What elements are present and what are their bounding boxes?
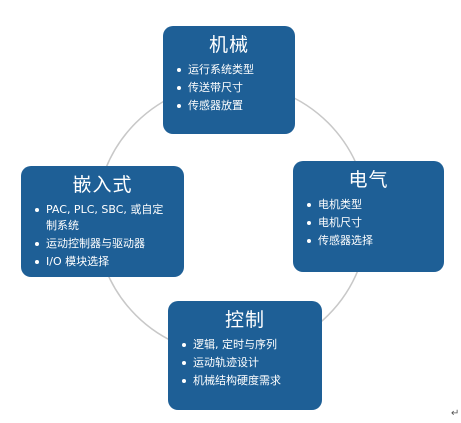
node-item: 运动控制器与驱动器	[35, 236, 174, 252]
node-item: 机械结构硬度需求	[182, 373, 312, 389]
node-item: 电机尺寸	[307, 215, 434, 231]
node-item: 传送带尺寸	[177, 80, 285, 96]
node-item: PAC, PLC, SBC, 或自定制系统	[35, 202, 174, 234]
node-embedded: 嵌入式 PAC, PLC, SBC, 或自定制系统 运动控制器与驱动器 I/O …	[21, 166, 184, 277]
node-item: 电机类型	[307, 197, 434, 213]
node-item: 传感器放置	[177, 98, 285, 114]
node-item-list: 电机类型 电机尺寸 传感器选择	[293, 197, 444, 249]
node-item: 逻辑, 定时与序列	[182, 337, 312, 353]
node-item-list: 逻辑, 定时与序列 运动轨迹设计 机械结构硬度需求	[168, 337, 322, 389]
node-item: I/O 模块选择	[35, 254, 174, 270]
node-control: 控制 逻辑, 定时与序列 运动轨迹设计 机械结构硬度需求	[168, 301, 322, 410]
node-item: 传感器选择	[307, 233, 434, 249]
return-mark: ↵	[451, 408, 460, 419]
node-title: 控制	[224, 309, 265, 331]
node-electrical: 电气 电机类型 电机尺寸 传感器选择	[293, 161, 444, 272]
node-item: 运行系统类型	[177, 62, 285, 78]
node-title: 电气	[348, 169, 389, 191]
node-title: 嵌入式	[72, 174, 133, 196]
node-title: 机械	[208, 34, 249, 56]
node-mechanical: 机械 运行系统类型 传送带尺寸 传感器放置	[163, 26, 295, 134]
node-item-list: PAC, PLC, SBC, 或自定制系统 运动控制器与驱动器 I/O 模块选择	[21, 202, 184, 270]
node-item: 运动轨迹设计	[182, 355, 312, 371]
node-item-list: 运行系统类型 传送带尺寸 传感器放置	[163, 62, 295, 114]
